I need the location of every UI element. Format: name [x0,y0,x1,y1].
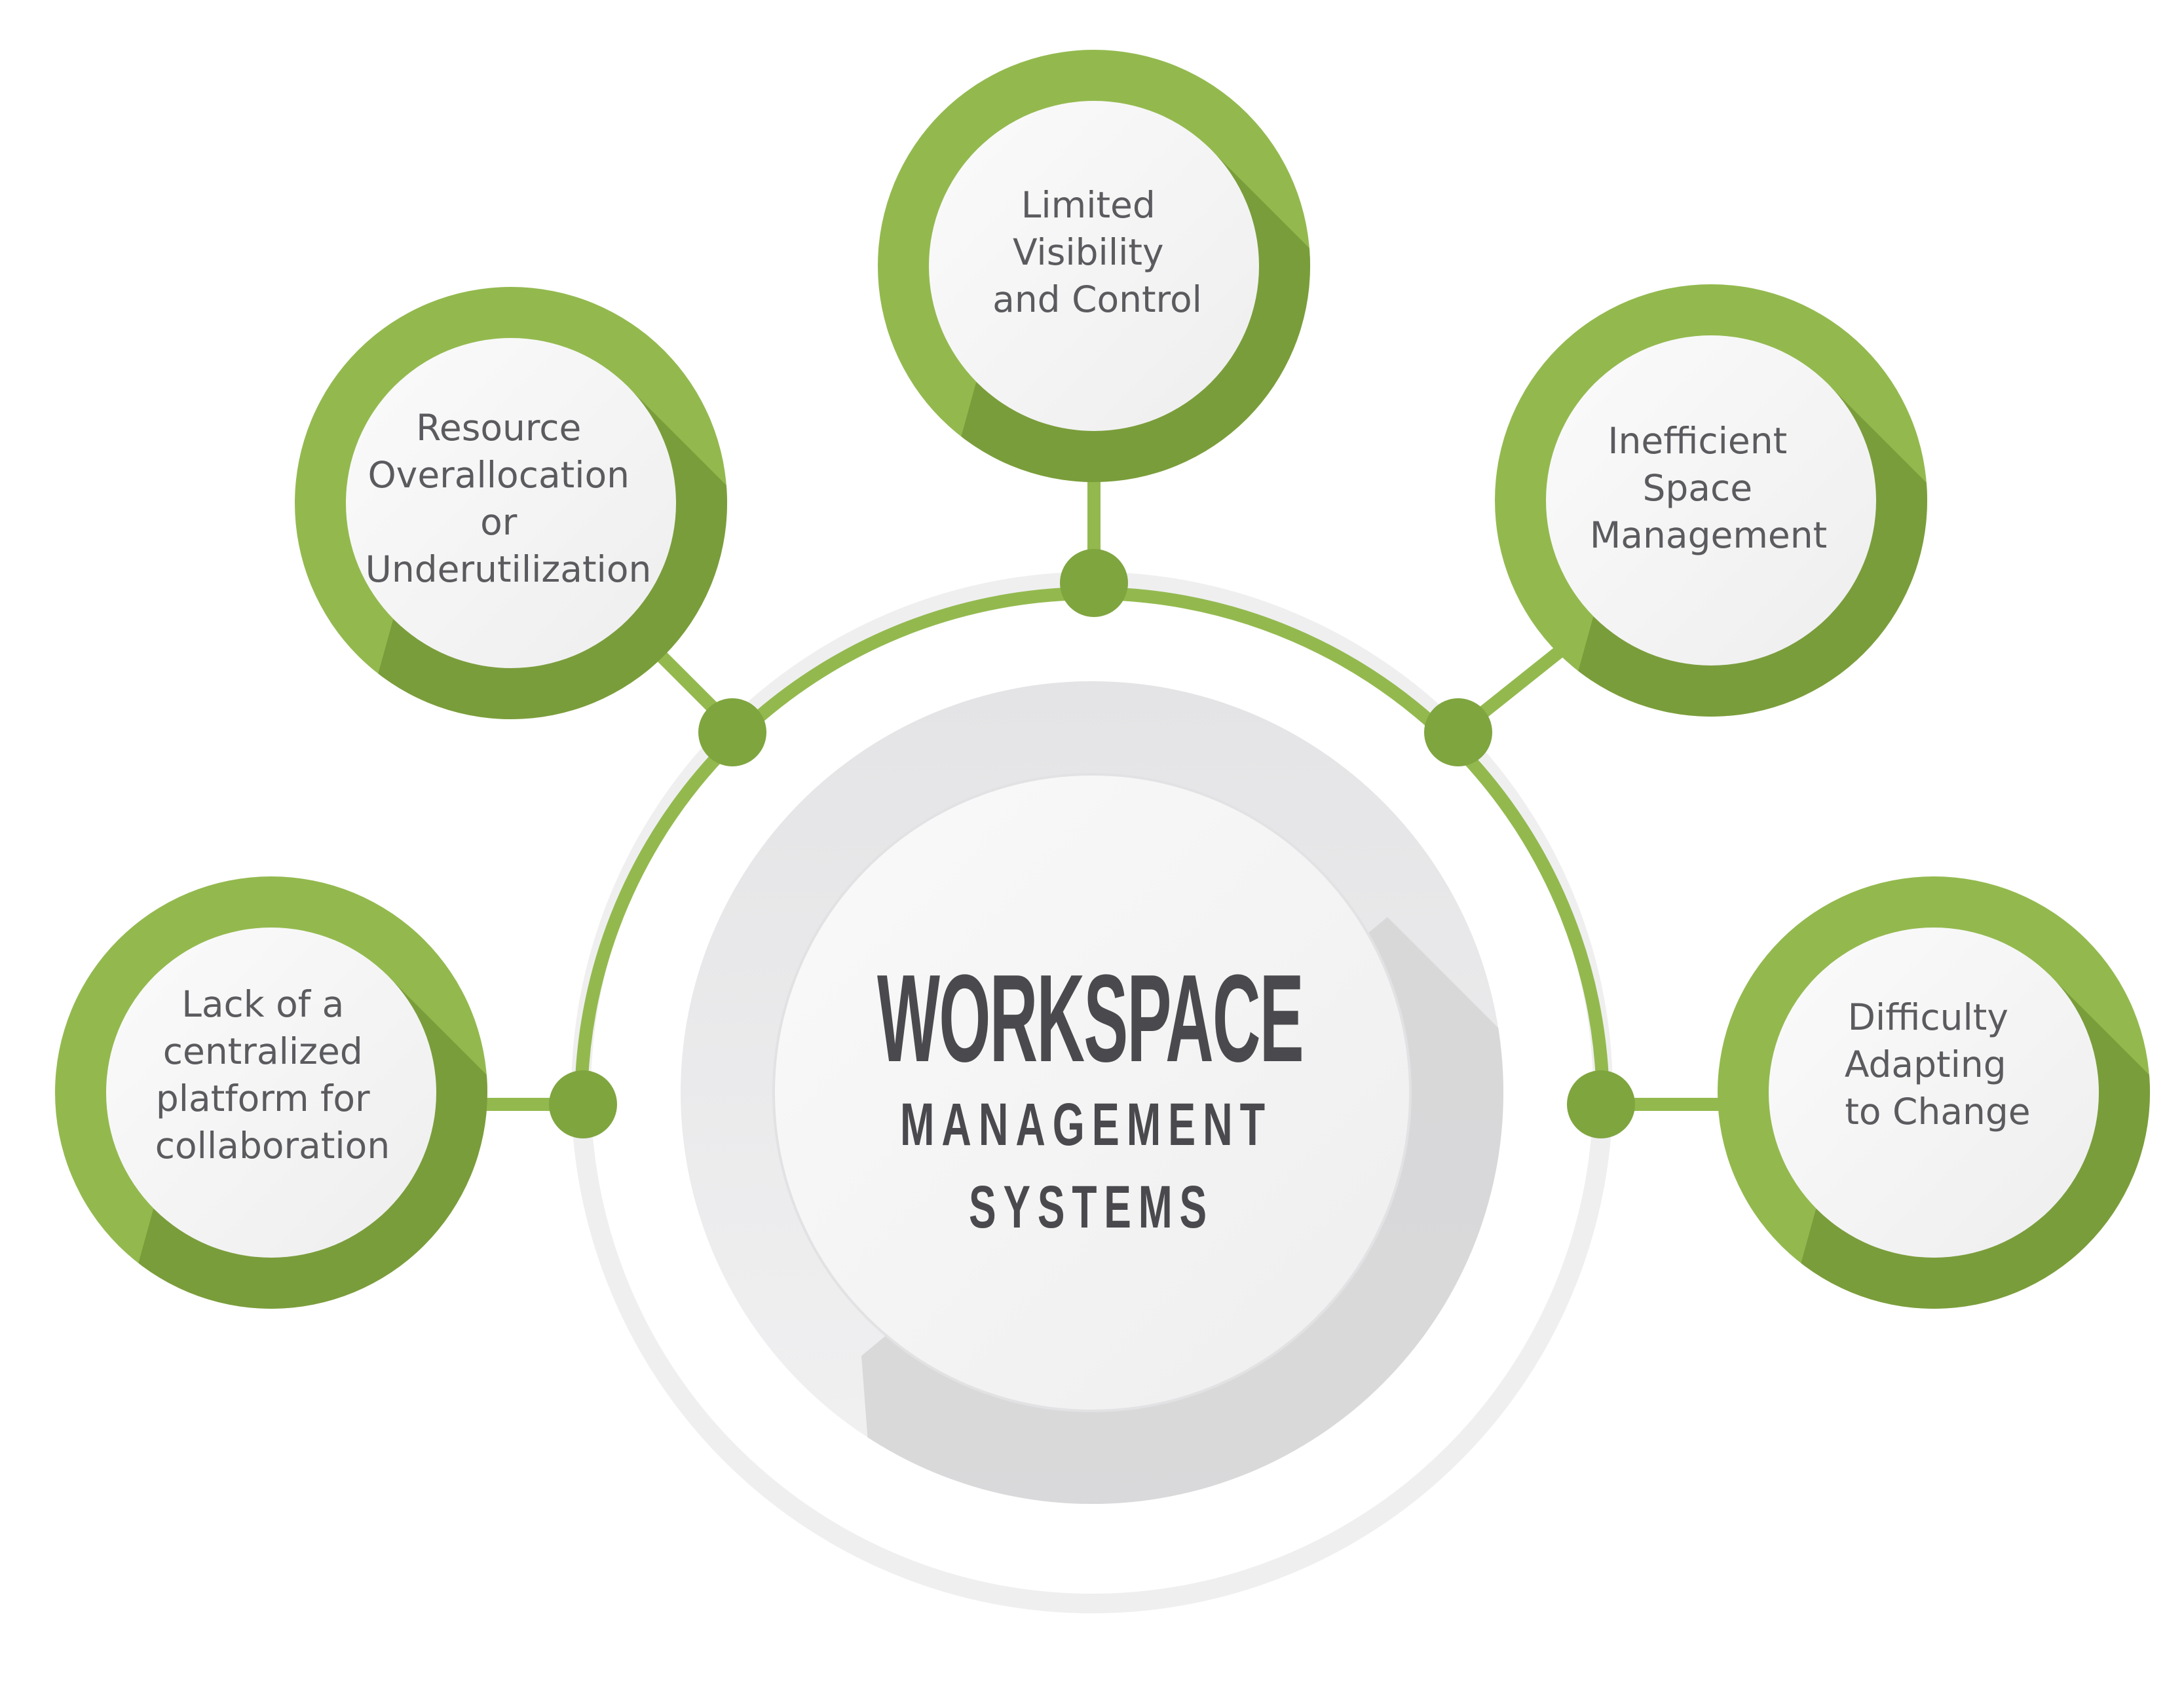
center-disk [772,773,1412,1412]
node-space-label: Inefficient Space Management [1590,420,1827,556]
node-collaboration: Lack of a centralized platform for colla… [55,876,487,1309]
node-label-line: Limited [1021,184,1156,226]
node-label-line: centralized [163,1030,363,1072]
node-change: Difficulty Adapting to Change [1718,876,2150,1309]
center-subtitle-line2: SYSTEMS [969,1174,1214,1241]
node-label-line: or [480,501,518,543]
node-label-line: Management [1590,514,1827,556]
node-label-line: Difficulty [1848,996,2008,1038]
node-visibility-label: Limited Visibility and Control [992,184,1202,320]
node-label-line: Lack of a [181,983,344,1025]
connector-dots [549,549,1635,1138]
connector-dot [1060,549,1128,617]
node-label-line: Adapting [1845,1043,2006,1085]
node-resource-label: Resource Overallocation or Underutilizat… [366,407,652,590]
node-label-line: Space [1642,467,1752,509]
center-title: WORKSPACE [877,949,1303,1088]
center-subtitle-line1: MANAGEMENT [900,1091,1272,1158]
connector-dot [698,698,766,766]
node-change-label: Difficulty Adapting to Change [1845,996,2031,1133]
node-label-line: Resource [416,407,581,449]
connector-dot [1424,698,1492,766]
connector-dot [1567,1070,1635,1138]
node-label-line: platform for [156,1078,370,1119]
node-label-line: to Change [1845,1091,2030,1133]
node-label-line: Inefficient [1608,420,1787,462]
node-label-line: collaboration [155,1125,390,1167]
connector-dot [549,1070,617,1138]
node-label-line: Visibility [1013,231,1164,273]
center-hub [681,681,1503,1504]
node-resource: Resource Overallocation or Underutilizat… [295,287,727,719]
node-collaboration-label: Lack of a centralized platform for colla… [155,983,390,1167]
node-label-line: Overallocation [368,454,630,496]
node-label-line: and Control [992,278,1202,320]
node-visibility: Limited Visibility and Control [878,50,1310,482]
node-space: Inefficient Space Management [1495,284,1927,717]
node-label-line: Underutilization [366,548,652,590]
